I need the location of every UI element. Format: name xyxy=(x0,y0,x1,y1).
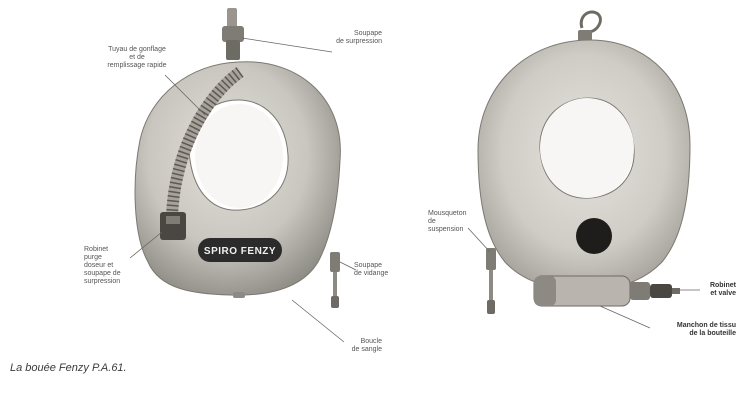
callout-top-valve: Soupape de surpression xyxy=(318,30,382,46)
callout-purge-valve: Robinet purge doseur et soupape de surpr… xyxy=(84,246,148,286)
spiro-badge: SPIRO FENZY xyxy=(198,238,282,262)
purge-valve-icon xyxy=(160,212,186,240)
callout-inflation-tube: Tuyau de gonflage et de remplissage rapi… xyxy=(100,46,174,70)
badge-text: SPIRO FENZY xyxy=(204,246,276,257)
callout-side-valve: Soupape de vidange xyxy=(354,262,398,278)
callout-left-hook: Mousqueton de suspension xyxy=(428,210,482,234)
callout-bottle-sleeve: Manchon de tissu de la bouteille xyxy=(652,322,736,338)
left-hook-icon xyxy=(486,248,496,314)
side-valve-icon xyxy=(330,252,340,308)
callout-bottom-clip: Boucle de sangle xyxy=(318,338,382,354)
right-buoy xyxy=(468,12,700,328)
bottom-clip-icon xyxy=(233,292,245,298)
top-hook-icon xyxy=(578,12,600,42)
callout-right-valve: Robinet et valve xyxy=(694,282,736,298)
top-valve-icon xyxy=(222,8,244,60)
figure-caption: La bouée Fenzy P.A.61. xyxy=(10,362,127,374)
right-valve-icon xyxy=(650,284,680,298)
bottle-opening-icon xyxy=(576,218,612,254)
